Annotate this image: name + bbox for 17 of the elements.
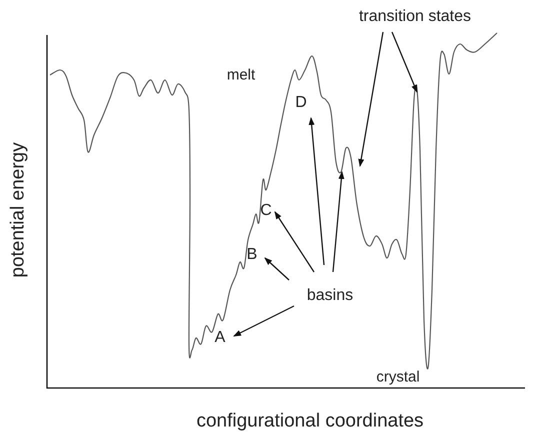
arrow: [274, 211, 314, 272]
arrow: [332, 171, 344, 272]
arrow: [264, 257, 290, 280]
annotation-text: transition states: [358, 9, 472, 25]
axis-title: configurational coordinates: [196, 412, 424, 430]
arrow: [358, 32, 384, 167]
region-label: melt: [226, 68, 256, 82]
annotation-text: basins: [306, 288, 354, 304]
region-label: crystal: [376, 370, 420, 384]
basin-label: B: [246, 247, 258, 263]
arrow: [308, 117, 325, 266]
basin-label: C: [260, 203, 272, 219]
arrow: [233, 305, 294, 337]
basin-label: A: [214, 330, 226, 346]
arrow: [391, 32, 418, 93]
axis-title: potential energy: [8, 142, 28, 278]
basin-label: D: [295, 95, 307, 111]
